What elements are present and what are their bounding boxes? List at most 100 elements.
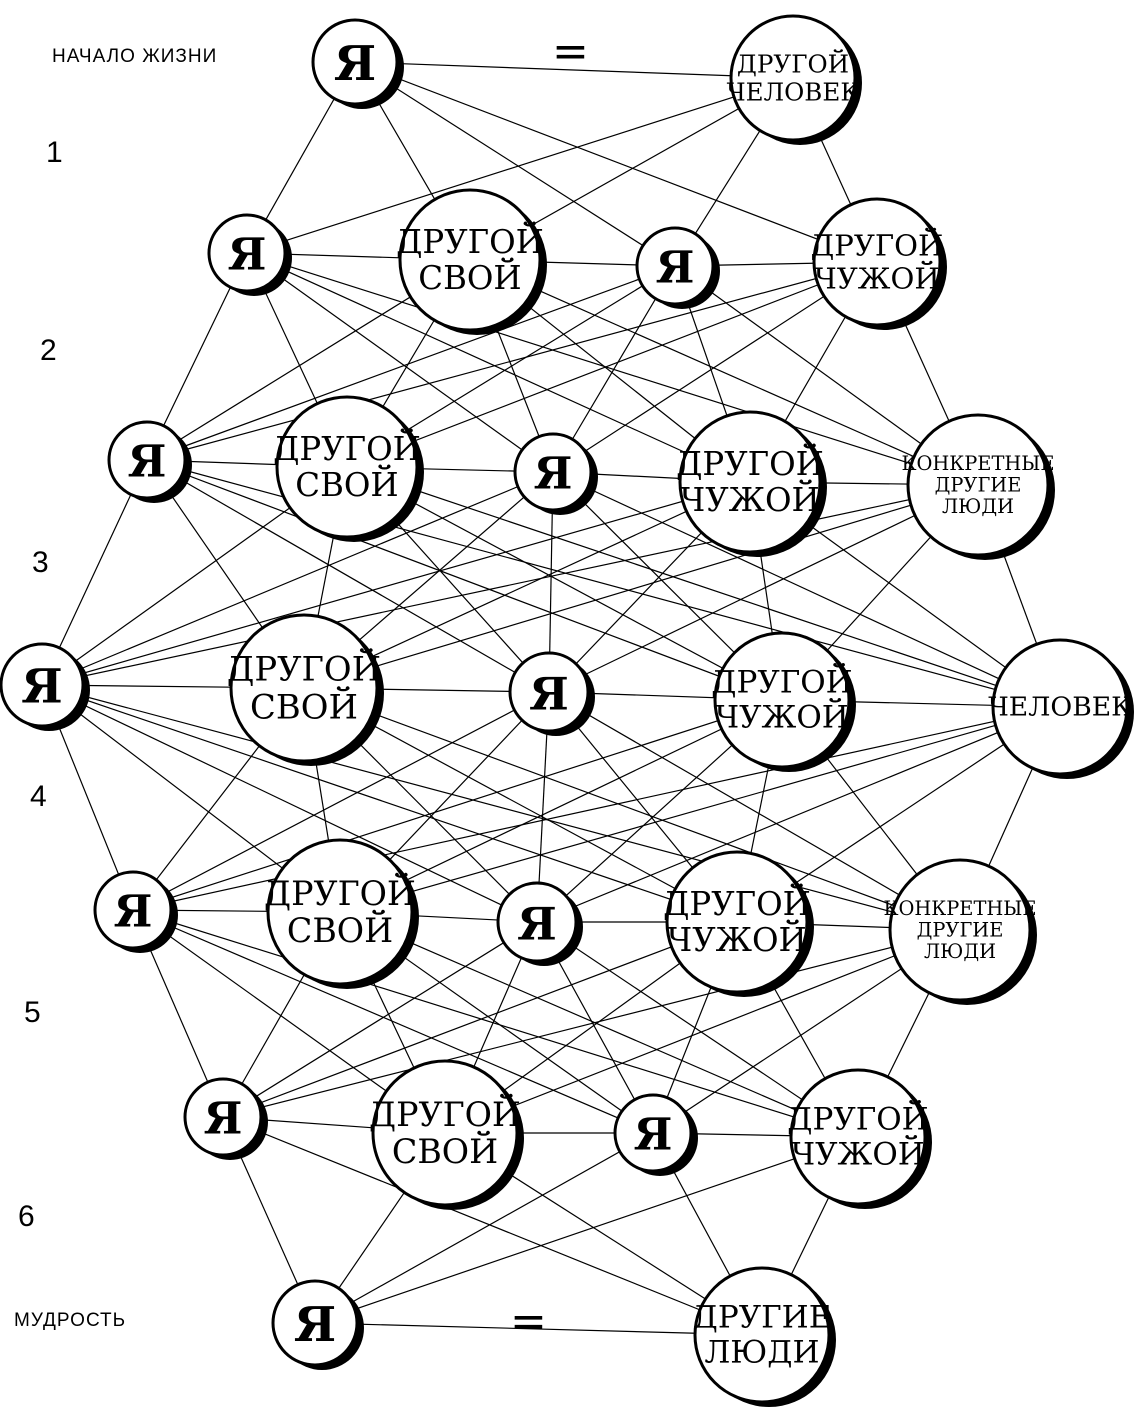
ya-label: Я bbox=[114, 887, 153, 938]
node-text-line: ЛЮДИ bbox=[924, 940, 996, 963]
node-circle bbox=[789, 1068, 927, 1206]
edge-ya1r-ya2l bbox=[146, 265, 676, 461]
node-ya5m: Я bbox=[613, 1093, 698, 1176]
node-circle bbox=[275, 395, 419, 539]
ya-label: Я bbox=[334, 36, 376, 92]
node-text-line: ЧУЖОЙ bbox=[680, 480, 820, 519]
node-circle bbox=[183, 1077, 263, 1157]
node-text-line: СВОЙ bbox=[418, 258, 521, 297]
node-text-line: СВОЙ bbox=[250, 685, 358, 726]
edge-ya4m-ya5l bbox=[222, 921, 538, 1118]
edge-own3-alien4 bbox=[303, 687, 738, 923]
edge-ya3l-alien4 bbox=[41, 684, 738, 923]
node-circle bbox=[398, 188, 542, 332]
node-text-line: КОНКРЕТНЫЕ bbox=[883, 897, 1036, 920]
node-circle bbox=[812, 197, 942, 327]
ya-label: Я bbox=[534, 449, 573, 500]
node-circle bbox=[311, 18, 399, 106]
ya-label: Я bbox=[128, 437, 167, 488]
edge-alien3-ya4l bbox=[132, 699, 783, 911]
edge-concrete4-ya5l bbox=[222, 929, 961, 1118]
edge-own3-concrete4 bbox=[303, 687, 961, 931]
node-text-line: ЧЕЛОВЕК bbox=[727, 77, 860, 106]
node-circle bbox=[508, 651, 590, 733]
edge-ya2m-person3 bbox=[552, 471, 1061, 708]
node-text-line: ДРУГОЙ bbox=[676, 444, 824, 483]
node-text-line: ЧУЖОЙ bbox=[814, 259, 939, 295]
edge-alien1-ya2l bbox=[146, 261, 878, 461]
node-circle bbox=[271, 1279, 359, 1367]
node-ya4m: Я bbox=[496, 881, 583, 966]
node-text-line: ЛЮДИ bbox=[942, 495, 1014, 518]
edge-ya0-other_person bbox=[354, 61, 794, 79]
node-circle bbox=[107, 420, 187, 500]
equals-sign-bottom: = bbox=[510, 1296, 547, 1347]
node-circle bbox=[693, 1266, 831, 1404]
node-text-line: ДРУГОЙ bbox=[264, 872, 416, 913]
ya-label: Я bbox=[529, 668, 569, 721]
node-circle bbox=[888, 858, 1032, 1002]
edge-ya3m-concrete4 bbox=[548, 691, 961, 931]
stage-label-6: 6 bbox=[18, 1200, 35, 1233]
edge-alien2-ya3l bbox=[41, 481, 751, 686]
edge-ya1l-concrete2 bbox=[246, 252, 979, 486]
node-text-line: ДРУГОЙ bbox=[787, 1099, 928, 1138]
node-text-line: ДРУГОЙ bbox=[711, 662, 852, 701]
edge-ya0-alien1 bbox=[354, 61, 878, 263]
edge-ya1l-ya2m bbox=[246, 252, 554, 473]
node-ya5l: Я bbox=[183, 1077, 268, 1160]
node-text-line: ДРУГИЕ bbox=[917, 919, 1004, 942]
wisdom-label: МУДРОСТЬ bbox=[14, 1310, 127, 1331]
node-ya2l: Я bbox=[107, 420, 192, 503]
edge-own4-alien5 bbox=[339, 911, 859, 1138]
edge-ya3l-ya4m bbox=[41, 684, 538, 923]
edge-own1-concrete2 bbox=[469, 259, 979, 486]
edge-alien3-own4 bbox=[339, 699, 783, 913]
ya-label: Я bbox=[634, 1110, 673, 1161]
node-text-line: ЧУЖОЙ bbox=[791, 1133, 925, 1172]
edge-concrete4-own5 bbox=[444, 929, 961, 1134]
edge-alien2-own3 bbox=[303, 481, 751, 689]
edge-ya5m-ya6 bbox=[314, 1132, 654, 1324]
node-text-line: ДРУГОЙ bbox=[737, 49, 849, 79]
edge-ya2l-ya3m bbox=[146, 459, 550, 693]
node-circle bbox=[635, 226, 715, 306]
node-circle bbox=[906, 413, 1050, 557]
edge-person3-ya4m bbox=[536, 706, 1061, 923]
stage-label-4: 4 bbox=[30, 780, 47, 813]
node-text-line: ДРУГОЙ bbox=[663, 884, 811, 923]
stage-label-3: 3 bbox=[32, 546, 49, 579]
node-circle bbox=[93, 870, 173, 950]
node-ya6: Я bbox=[271, 1279, 364, 1370]
edge-ya3m-ya4l bbox=[132, 691, 550, 911]
node-text-line: ДРУГОЙ bbox=[273, 429, 421, 468]
stage-label-5: 5 bbox=[24, 996, 41, 1029]
node-person3: ЧЕЛОВЕК bbox=[988, 638, 1134, 779]
edge-other_person-ya1l bbox=[246, 77, 794, 254]
node-text-line: ДРУГОЙ bbox=[369, 1093, 521, 1134]
node-circle bbox=[266, 838, 414, 986]
node-text-line: СВОЙ bbox=[287, 909, 393, 950]
edge-ya0-ya1r bbox=[354, 61, 676, 267]
node-ya0: Я bbox=[311, 18, 404, 109]
node-ya1l: Я bbox=[207, 213, 292, 296]
node-text-line: ДРУГОЙ bbox=[811, 227, 944, 263]
node-circle bbox=[371, 1059, 519, 1207]
node-ya4l: Я bbox=[93, 870, 178, 953]
node-circle bbox=[229, 613, 379, 763]
edge-ya4l-ya5m bbox=[132, 909, 654, 1134]
node-text-line: ЧУЖОЙ bbox=[667, 920, 807, 959]
